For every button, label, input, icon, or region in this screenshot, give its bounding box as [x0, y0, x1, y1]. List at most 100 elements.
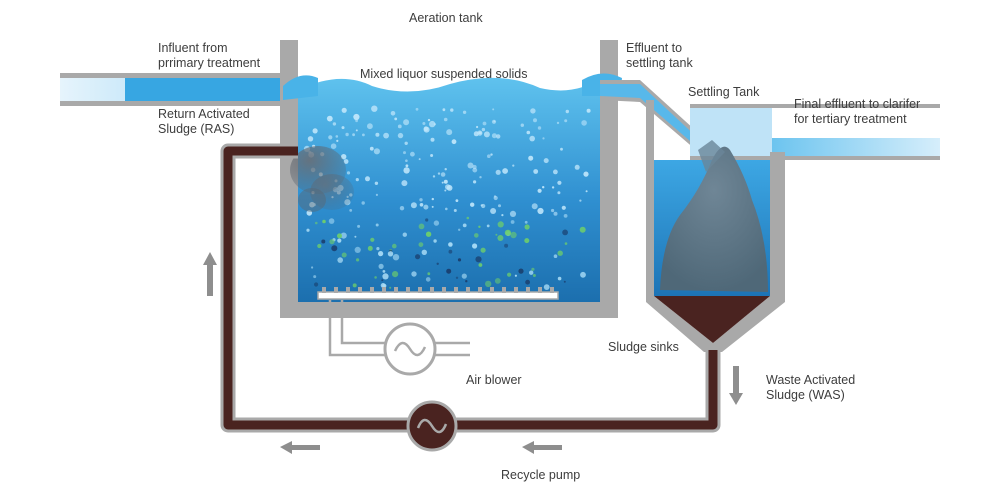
sludge-return-pipe [220, 143, 721, 433]
bubble [446, 268, 452, 274]
bubble [537, 188, 542, 193]
bubble [403, 151, 406, 155]
bubble [472, 243, 478, 249]
final-effluent-pipe [690, 104, 940, 160]
bubble [483, 131, 490, 138]
left-flow-arrow-icon [280, 441, 320, 454]
bubble [380, 283, 386, 288]
bubble [473, 180, 477, 184]
bubble [470, 202, 475, 207]
bubble [399, 206, 405, 211]
bubble [490, 208, 497, 214]
bubble [563, 280, 566, 283]
bubble [425, 277, 431, 282]
bubble [526, 130, 531, 135]
bubble [410, 151, 415, 157]
bubble [419, 198, 423, 202]
bubble [553, 254, 558, 258]
bubble [371, 105, 378, 112]
diffuser-nozzle [466, 287, 470, 293]
bubble [362, 133, 365, 137]
bubble [433, 220, 440, 226]
bubble [446, 185, 453, 191]
bubble [486, 224, 490, 228]
settling-sludge-mound [660, 146, 768, 292]
downward-flow-arrow-icon [729, 366, 743, 405]
bubble [328, 135, 333, 140]
diffuser-nozzle [490, 287, 494, 293]
bubble [557, 276, 562, 281]
bubble [455, 199, 459, 203]
bubble [493, 195, 498, 201]
sine-wave-icon [416, 418, 448, 434]
bubble [482, 121, 487, 126]
bubble [356, 258, 360, 262]
bubble [528, 155, 534, 161]
bubble [382, 273, 389, 280]
bubble [580, 271, 586, 278]
bubble [343, 159, 349, 164]
bubble [444, 168, 447, 171]
bubble [542, 137, 545, 140]
bubble [383, 132, 389, 139]
bubble [507, 272, 512, 277]
sludge-sinks-label: Sludge sinks [608, 340, 679, 354]
bubble [404, 141, 408, 145]
bubble [481, 203, 486, 209]
bubble [433, 239, 437, 243]
bubble [374, 276, 377, 279]
bubble [537, 126, 542, 130]
bubble [361, 201, 365, 205]
bubble [389, 286, 392, 289]
bubble [451, 139, 457, 145]
upward-flow-arrow-icon [203, 252, 217, 296]
diffuser-nozzle [346, 287, 350, 293]
bubble [403, 119, 410, 126]
bubble [448, 242, 453, 247]
bubble [533, 118, 537, 123]
bubble [481, 127, 486, 132]
bubble [378, 263, 384, 269]
diffuser-nozzle [550, 287, 554, 293]
bubble [390, 111, 396, 116]
bubble [374, 181, 379, 185]
bubble [354, 246, 361, 253]
bubble [497, 235, 504, 241]
bubble [419, 203, 424, 207]
bubble [537, 207, 544, 215]
bubble [467, 162, 474, 169]
bubble [332, 122, 337, 126]
bubble [418, 158, 421, 161]
bubble [387, 251, 394, 257]
bubble [529, 135, 535, 142]
bubble [405, 159, 408, 162]
bubble [401, 180, 408, 187]
settled-sludge [654, 296, 770, 343]
bubble [531, 267, 535, 271]
bubble [365, 176, 370, 182]
bubble [446, 129, 453, 136]
air-blower-label: Air blower [466, 373, 522, 387]
bubble [581, 120, 587, 126]
bubble [458, 228, 461, 231]
bubble [553, 211, 558, 216]
bubble [341, 126, 345, 130]
bubble [432, 175, 436, 178]
bubble [326, 115, 333, 122]
bubble [440, 172, 446, 177]
bubble [392, 243, 397, 249]
bubble [560, 147, 563, 151]
bubble [321, 239, 326, 244]
bubble [403, 167, 410, 174]
diffuser-nozzle [382, 287, 386, 293]
recycle-pump [406, 400, 458, 452]
diffuser-nozzle [526, 287, 530, 293]
bubble [542, 186, 545, 189]
bubble [392, 271, 399, 278]
bubble [322, 219, 326, 224]
bubble [422, 122, 426, 125]
bubble [491, 133, 497, 139]
bubble [431, 197, 434, 201]
bubble [341, 154, 347, 160]
bubble [423, 126, 429, 131]
